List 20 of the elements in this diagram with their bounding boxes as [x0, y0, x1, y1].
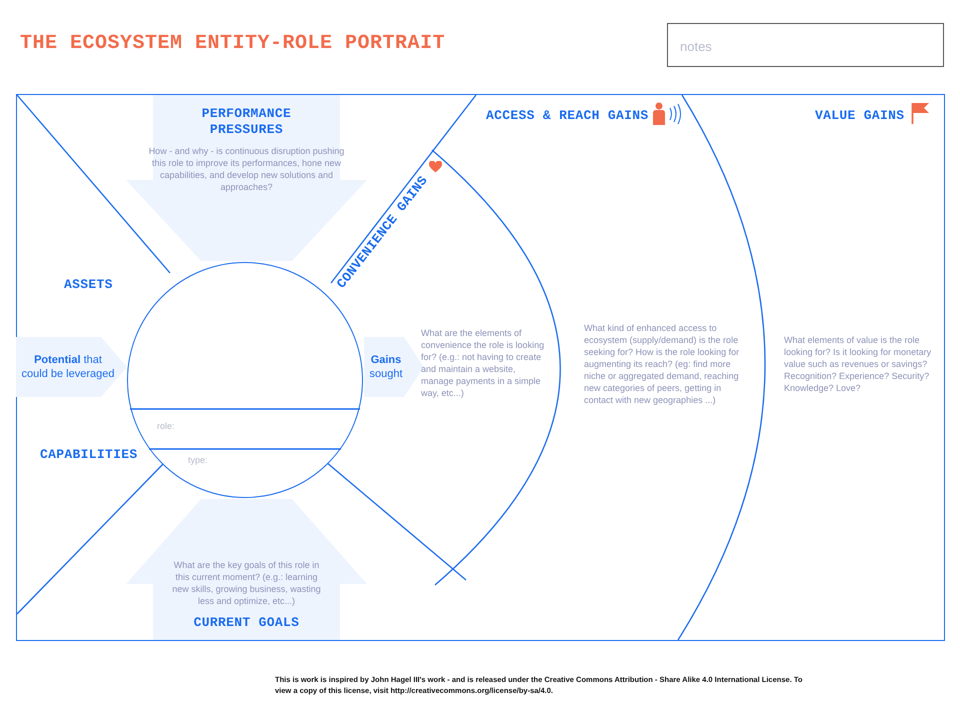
field-label: type:	[188, 454, 208, 467]
prompt-text: What are the elements of convenience the role is looking for? (e.g.: not having to create and maintain a website, manage payments in a simple way, etc...)	[421, 327, 546, 399]
zone-heading: CAPABILITIES	[40, 446, 138, 464]
title: THE ECOSYSTEM ENTITY-ROLE PORTRAIT	[20, 31, 446, 57]
section-heading: CURRENT GOALS	[192, 614, 300, 632]
arrow-text: Gains sought	[368, 353, 404, 381]
arrow-text: Potential that could be leveraged	[20, 353, 116, 381]
prompt-text: What are the key goals of this role in this current moment? (e.g.: learning new skills, growing business, wasting less and optimize, etc...)	[171, 559, 322, 607]
prompt-text: What kind of enhanced access to ecosystem (supply/demand) is the role seeking for? How is the role looking for augmenting its reach? (eg: find more niche or aggregated demand, reaching new categories of peers, getting in contact with new geographies ...)	[584, 322, 740, 406]
section-heading: PERFORMANCE PRESSURES	[200, 106, 292, 138]
prompt-text: What elements of value is the role looking for? Is it looking for monetary value such as revenues or savings? Recognition? Experience? Security? Knowledge? Love?	[784, 334, 932, 394]
zone-heading: ACCESS & REACH GAINS	[486, 107, 649, 125]
block-arrow	[16, 337, 127, 397]
prompt-text: How - and why - is continuous disruption pushing this role to improve its performances, hone new capabilities, and develop new solutions and approaches?	[148, 145, 346, 193]
placeholder-text: notes	[680, 38, 712, 56]
zone-heading: VALUE GAINS	[815, 107, 904, 125]
notes-field	[667, 23, 944, 67]
zone-heading: ASSETS	[64, 276, 113, 294]
block-arrow	[126, 499, 367, 640]
field-label: role:	[157, 420, 175, 433]
